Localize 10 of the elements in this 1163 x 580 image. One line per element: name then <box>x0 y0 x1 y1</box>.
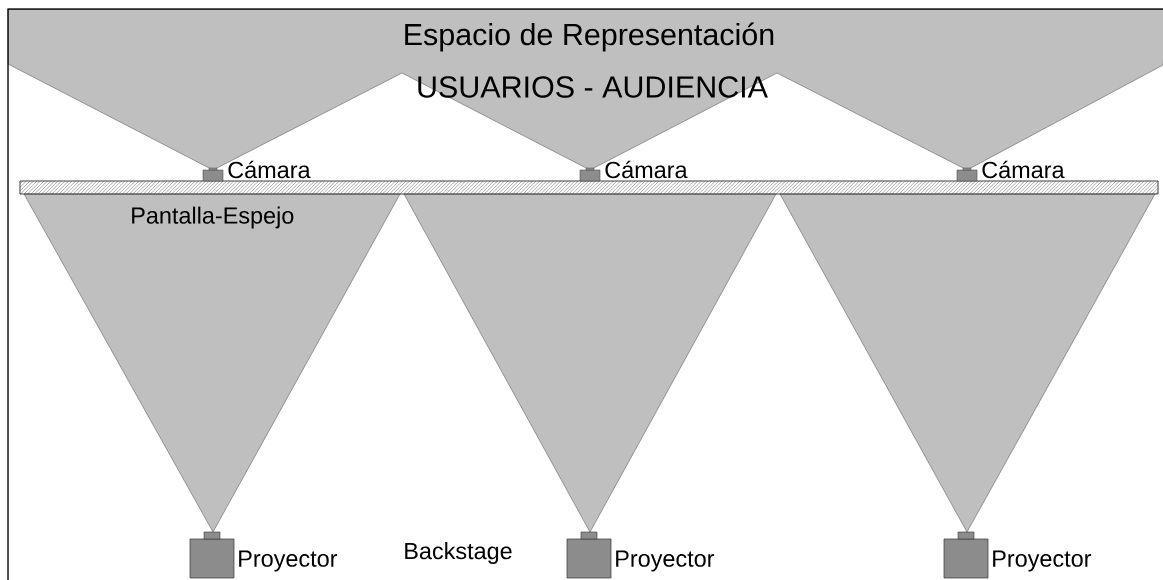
projector-label: Proyector <box>993 550 1092 572</box>
projector-label: Proyector <box>616 550 715 572</box>
camera-label: Cámara <box>228 160 311 179</box>
camera-label: Cámara <box>605 160 688 179</box>
audience-heading: USUARIOS - AUDIENCIA <box>418 76 768 98</box>
area-label: Backstage <box>405 542 512 564</box>
projector-label: Proyector <box>239 550 338 572</box>
title: Espacio de Representación <box>405 22 774 52</box>
camera-label: Cámara <box>982 160 1065 179</box>
screen-label: Pantalla-Espejo <box>132 206 294 229</box>
